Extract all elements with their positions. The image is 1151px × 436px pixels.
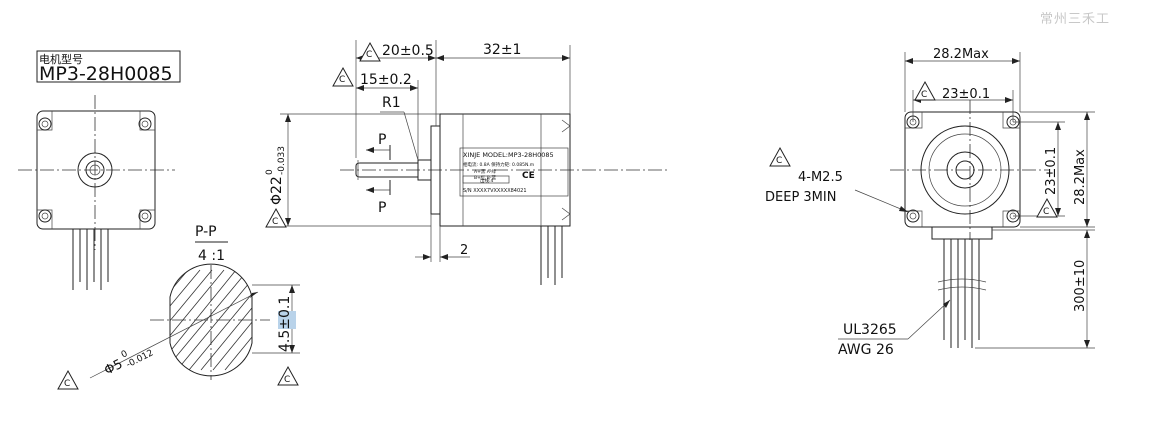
- dim-shaft-dia: Φ22: [269, 176, 285, 205]
- mark-c: C: [64, 379, 70, 389]
- dim-shaft-d-lower: -0.012: [125, 348, 155, 370]
- dim-shaft-dia-upper: 0: [265, 169, 275, 175]
- dim-shaft-d: Φ5: [102, 357, 125, 379]
- label-plate: XINJE MODEL:MP3-28H0085 相电流: 0.8A 保持力矩: …: [459, 147, 569, 197]
- plate-model: XINJE MODEL:MP3-28H0085: [463, 151, 554, 159]
- front-view-small: [18, 95, 175, 290]
- mark-c: C: [921, 90, 927, 100]
- mark-c: C: [366, 50, 372, 60]
- plate-sn: S/N XXXX7VXXXXX84021: [463, 188, 527, 194]
- model-caption: 电机型号: [39, 52, 83, 66]
- section-title: P-P: [195, 224, 217, 240]
- dim-flange-thk: 2: [460, 243, 468, 258]
- screw-depth: DEEP 3MIN: [765, 190, 836, 205]
- dim-hole-h: 23±0.1: [942, 87, 990, 102]
- cable-gauge: AWG 26: [838, 342, 894, 358]
- side-view: XINJE MODEL:MP3-28H0085 相电流: 0.8A 保持力矩: …: [265, 40, 668, 285]
- section-mark-top: P: [378, 132, 386, 148]
- model-box: 电机型号 MP3-28H0085: [36, 50, 181, 85]
- dim-hole-v: 23±0.1: [1044, 147, 1059, 195]
- section-scale: 4 :1: [198, 248, 225, 264]
- cable-type: UL3265: [843, 322, 897, 338]
- mark-c: C: [284, 375, 290, 385]
- front-view-large: 28.2Max C 23±0.1 23±0.1 C 28.2Max 300±10…: [765, 47, 1095, 358]
- dim-shaft-dia-lower: -0.033: [277, 146, 287, 175]
- screw-thread: 4-M2.5: [798, 170, 843, 185]
- dim-body-len: 32±1: [483, 42, 521, 58]
- mark-c: C: [272, 217, 278, 227]
- plate-ce: CE: [522, 171, 535, 181]
- plate-line4: 出线:4: [480, 177, 494, 184]
- plate-line2: A+黑 A-绿: [474, 168, 496, 175]
- plate-line1: 相电流: 0.8A 保持力矩: 0.085N.m: [463, 161, 534, 168]
- watermark: 常州三禾工: [1040, 12, 1111, 27]
- dim-lead-len: 300±10: [1073, 260, 1088, 312]
- model-number: MP3-28H0085: [39, 63, 173, 85]
- dim-height-max: 28.2Max: [1073, 149, 1088, 205]
- mark-c: C: [1043, 207, 1049, 217]
- dim-shaft-d-upper: 0: [120, 349, 130, 361]
- dim-width-max: 28.2Max: [933, 47, 989, 62]
- dim-front-len: 20±0.5: [382, 43, 434, 59]
- section-view: P-P 4 :1 4.5±0.1 Φ5 0 -0.012: [57, 224, 300, 390]
- mark-c: C: [776, 156, 782, 166]
- dim-flat: 4.5±0.1: [277, 296, 293, 352]
- mark-c: C: [339, 75, 345, 85]
- dim-shaft-step: 15±0.2: [360, 72, 412, 88]
- dim-fillet: R1: [382, 95, 401, 111]
- section-mark-bottom: P: [378, 200, 386, 216]
- plate-line3: B+红 B-蓝: [474, 174, 496, 181]
